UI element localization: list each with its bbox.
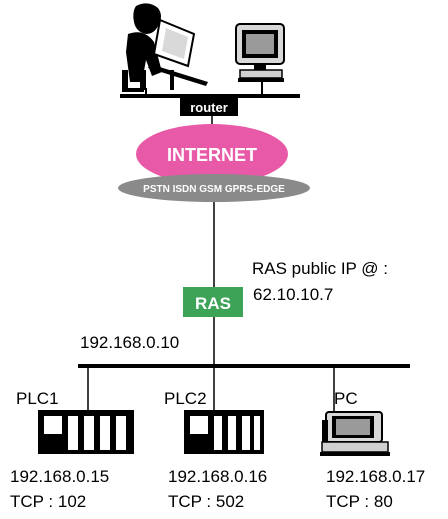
device-name: PC [334, 389, 358, 408]
ras-public-ip: 62.10.10.7 [253, 285, 333, 304]
computer-icon [320, 411, 390, 456]
device-ip: 192.168.0.16 [168, 467, 267, 486]
device-ip: 192.168.0.15 [10, 467, 109, 486]
device-tcp: TCP : 502 [168, 492, 244, 511]
plc2-device: PLC2 192.168.0.16 TCP : 502 [164, 389, 267, 511]
router-label: router [190, 100, 228, 115]
ras-lan-ip: 192.168.0.10 [80, 333, 179, 352]
operator-at-computer-icon [122, 3, 208, 92]
ras-box [183, 287, 243, 317]
ras-label: RAS [195, 294, 231, 313]
device-name: PLC1 [16, 389, 59, 408]
links-label: PSTN ISDN GSM GPRS-EDGE [143, 184, 285, 195]
computer-monitor-icon [235, 23, 285, 82]
ras-public-ip-label: RAS public IP @ : [252, 259, 388, 278]
device-tcp: TCP : 102 [10, 492, 86, 511]
links-ellipse [118, 174, 310, 202]
router-box [180, 98, 238, 116]
plc1-device: PLC1 192.168.0.15 TCP : 102 [10, 389, 134, 511]
plc-icon [38, 410, 134, 454]
plc-icon [184, 410, 264, 454]
internet-ellipse [136, 124, 288, 184]
device-name: PLC2 [164, 389, 207, 408]
device-tcp: TCP : 80 [326, 492, 393, 511]
device-ip: 192.168.0.17 [326, 467, 425, 486]
internet-label: INTERNET [167, 145, 257, 165]
pc-device: PC 192.168.0.17 TCP : 80 [320, 389, 425, 511]
